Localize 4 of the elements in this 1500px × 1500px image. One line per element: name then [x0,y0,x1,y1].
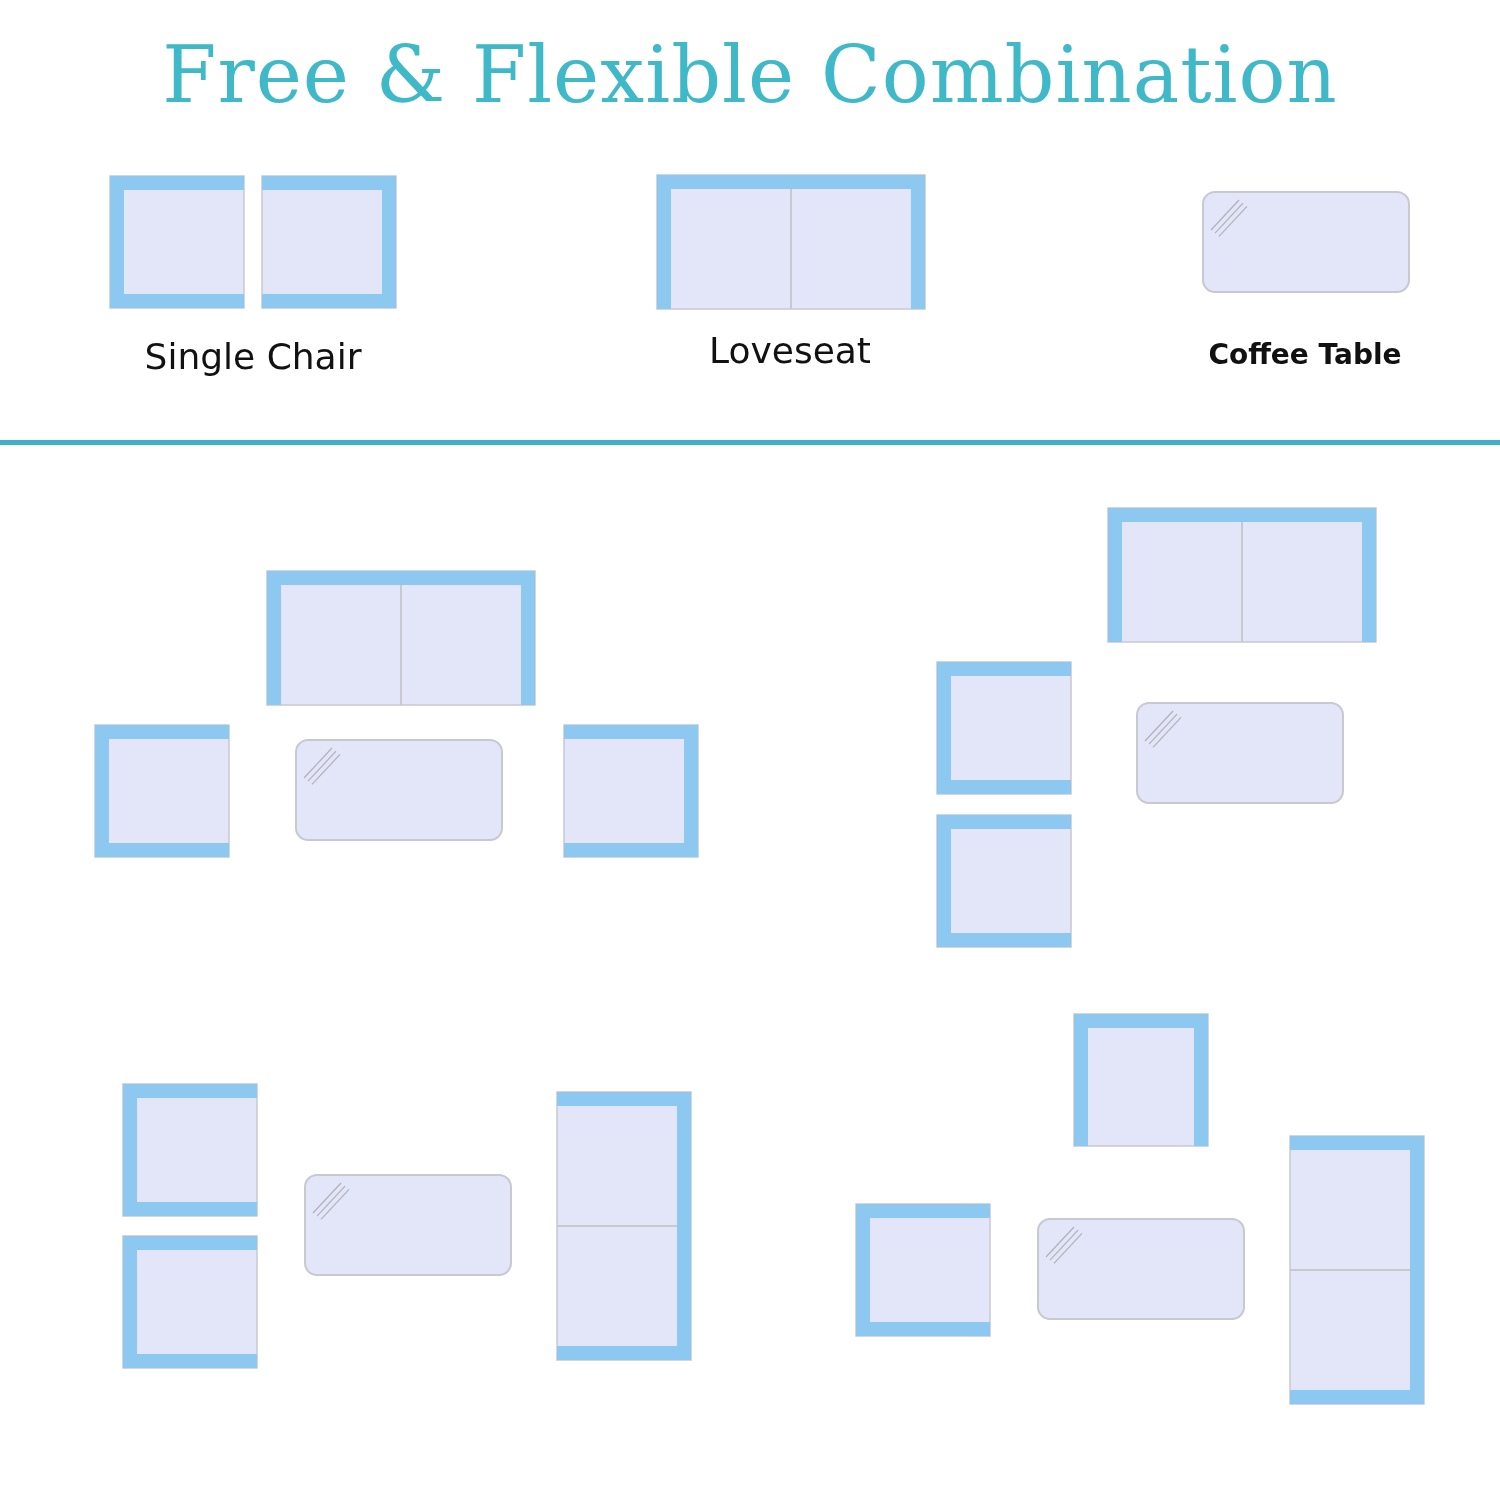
furniture-label: Single Chair [143,336,363,377]
furniture-label: Coffee Table [1207,338,1403,371]
title: Free & Flexible Combination [161,30,1339,120]
furniture-label: Loveseat [708,330,872,371]
